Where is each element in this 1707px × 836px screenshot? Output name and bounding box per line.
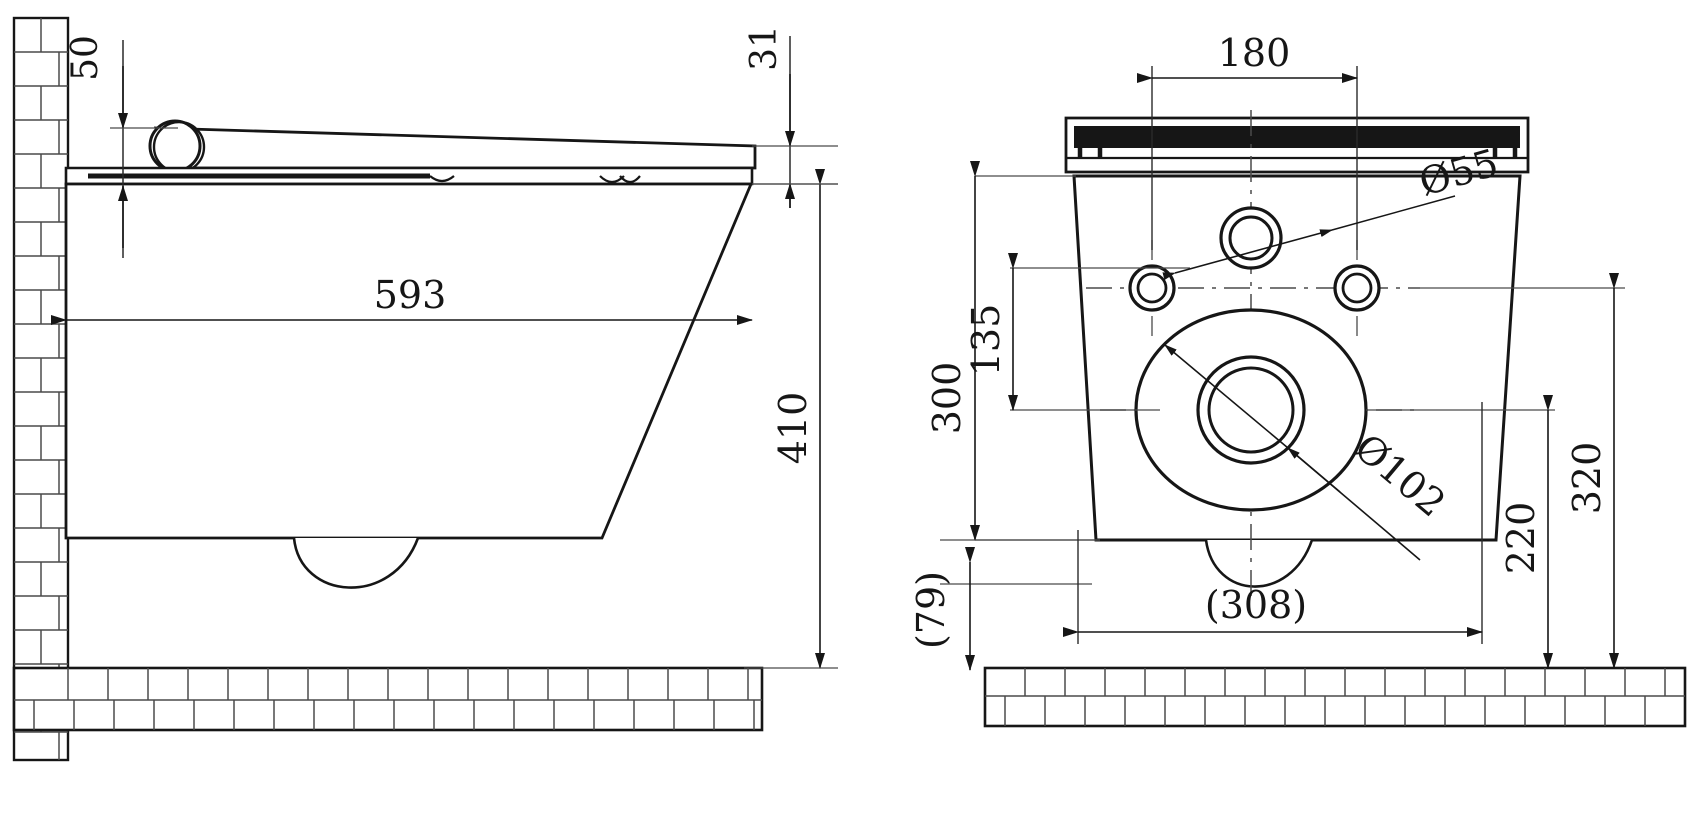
dim-220-label: 220 — [1499, 502, 1543, 575]
dim-dia-55-leader — [1162, 229, 1333, 281]
floor-hatch — [12, 666, 764, 732]
dim-50-label: 50 — [65, 35, 106, 81]
dim-180-bolt-spacing: 180 — [1137, 31, 1358, 250]
toilet-side-profile — [64, 119, 757, 589]
dim-593-label: 593 — [374, 273, 447, 317]
dim-593-projection: 593 — [51, 273, 753, 325]
floor-hatch — [983, 666, 1687, 728]
seat-rim-assembly — [1064, 116, 1530, 174]
bottom-bulge — [292, 537, 420, 589]
dim-220-bottom-to-floor: 220 — [1366, 395, 1555, 669]
dim-79-label: (79) — [909, 571, 953, 649]
dim-dia-102-arrow-b — [1287, 447, 1341, 493]
brick-wall — [12, 16, 70, 762]
dim-31-label: 31 — [744, 25, 785, 71]
fixing-bolt-hole-left — [1136, 272, 1168, 304]
dim-300-body-height: 300 — [925, 161, 1100, 541]
floor-joints-upper — [67, 668, 749, 700]
dim-180-label: 180 — [1218, 31, 1291, 75]
bottom-bulge — [1204, 539, 1314, 588]
floor-joints-lower — [1004, 696, 1646, 726]
dim-308-body-width: (308) — [1063, 402, 1483, 644]
dim-410-height-from-floor: 410 — [744, 169, 838, 669]
seat-hinge-left — [1077, 126, 1103, 158]
dim-410-label: 410 — [771, 392, 815, 465]
ceramic-body-outline — [64, 182, 754, 540]
fixing-bolt-hole-right — [1341, 272, 1373, 304]
dim-135-label: 135 — [964, 304, 1008, 377]
seat-bumper-left — [429, 175, 455, 183]
dim-dia-102-leader-a — [1164, 344, 1289, 449]
dim-50-lid-gap: 50 — [65, 35, 178, 258]
seat-bumper-right-2 — [619, 175, 641, 184]
floor-outline — [983, 666, 1687, 728]
dim-320-label: 320 — [1565, 442, 1609, 515]
side-view: 50 31 593 410 — [12, 16, 838, 762]
dim-308-label: (308) — [1205, 583, 1307, 627]
dim-dia-55-leader-tail — [1331, 195, 1456, 231]
seat-hinge-right — [1492, 126, 1518, 158]
seat-ring-dark-band — [1074, 126, 1520, 148]
floor-joints-lower — [33, 700, 755, 730]
dim-320-overall-to-floor: 320 — [1420, 273, 1625, 669]
dim-300-label: 300 — [925, 362, 969, 435]
brick-perpends — [40, 18, 60, 760]
waste-outlet-hole — [1207, 366, 1295, 454]
floor-joints-upper — [1024, 668, 1666, 696]
dim-135-outlet-centre: 135 — [964, 253, 1190, 411]
rear-view: 180 300 135 Ø55 Ø102 — [909, 31, 1687, 728]
dim-79-skirt-height: (79) — [909, 539, 1100, 671]
